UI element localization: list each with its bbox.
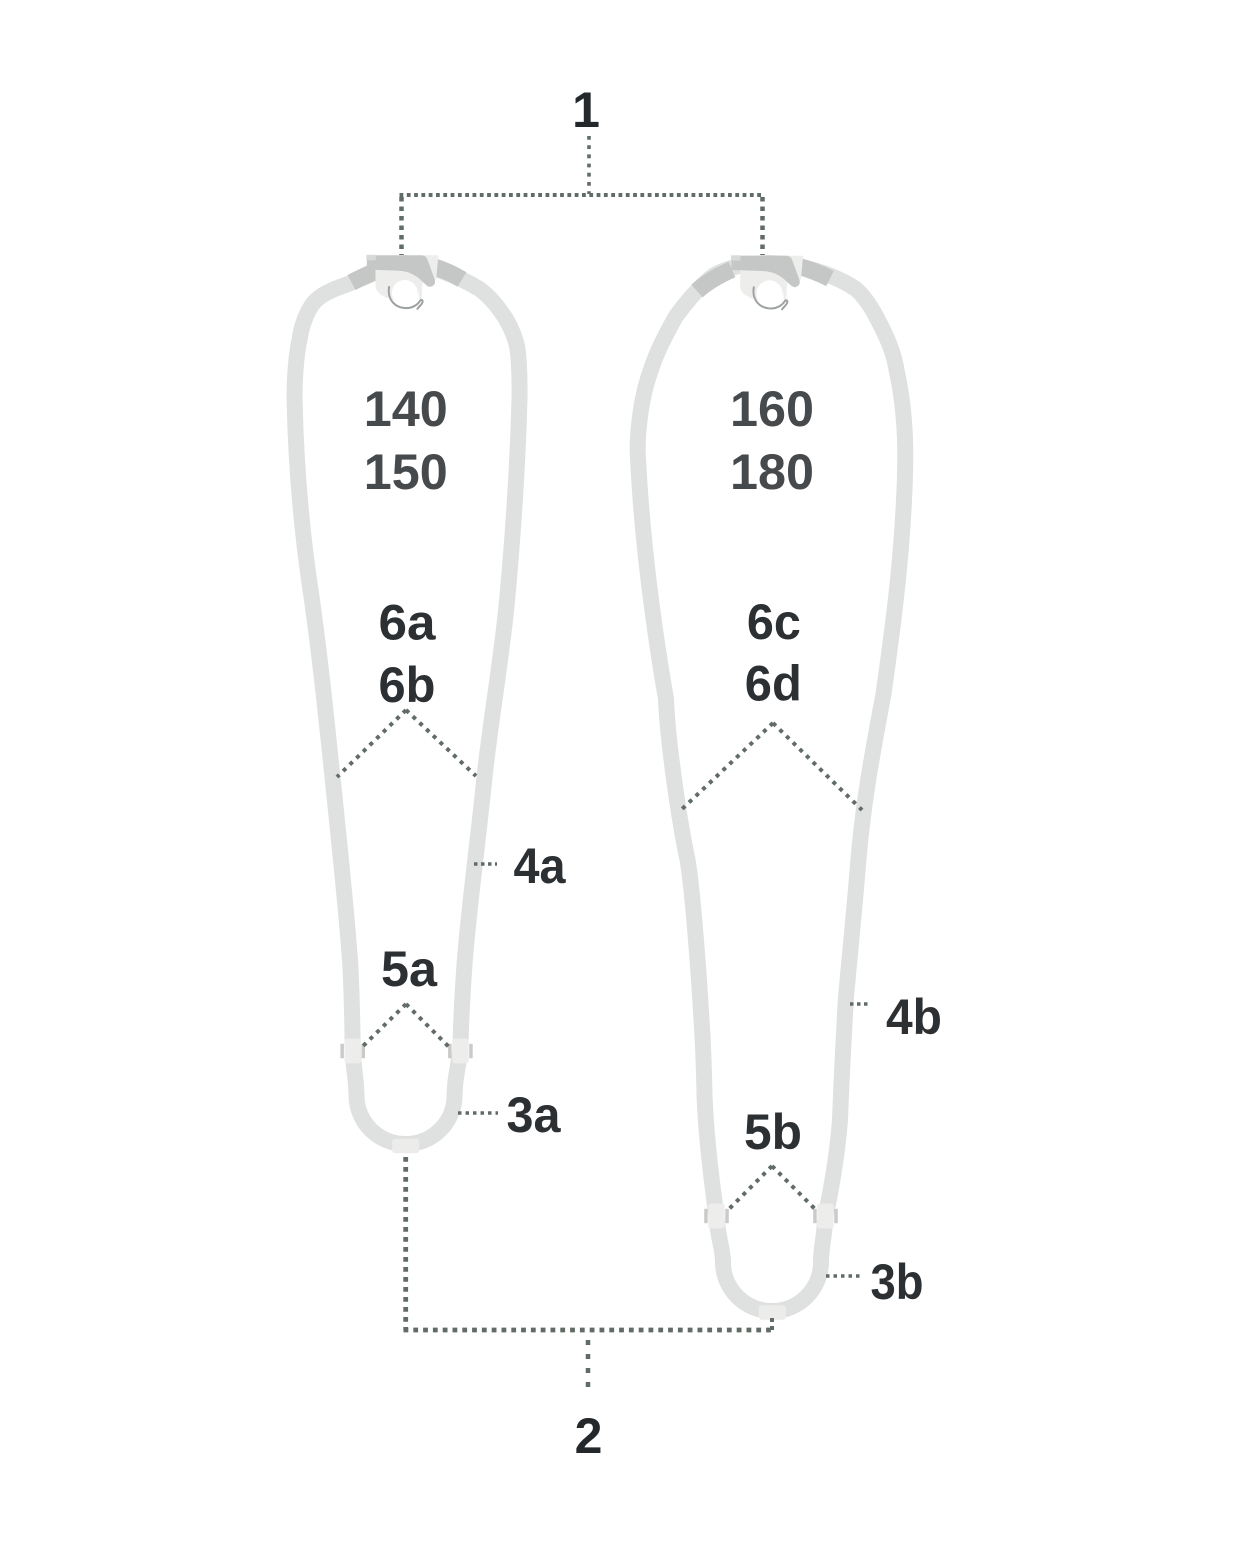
svg-text:150: 150 [364, 444, 448, 500]
svg-text:6c: 6c [747, 594, 801, 650]
svg-text:1: 1 [572, 82, 600, 138]
svg-text:160: 160 [730, 381, 814, 437]
svg-text:4a: 4a [514, 838, 567, 894]
svg-text:140: 140 [364, 381, 448, 437]
svg-text:6a: 6a [379, 595, 437, 651]
svg-text:2: 2 [575, 1408, 603, 1464]
svg-text:3a: 3a [507, 1087, 562, 1143]
svg-text:4b: 4b [886, 989, 942, 1045]
svg-text:3b: 3b [871, 1254, 924, 1310]
svg-text:5b: 5b [744, 1104, 802, 1160]
svg-text:5a: 5a [381, 941, 438, 997]
svg-text:6b: 6b [379, 657, 436, 713]
svg-text:6d: 6d [745, 655, 802, 711]
svg-text:180: 180 [730, 444, 814, 500]
